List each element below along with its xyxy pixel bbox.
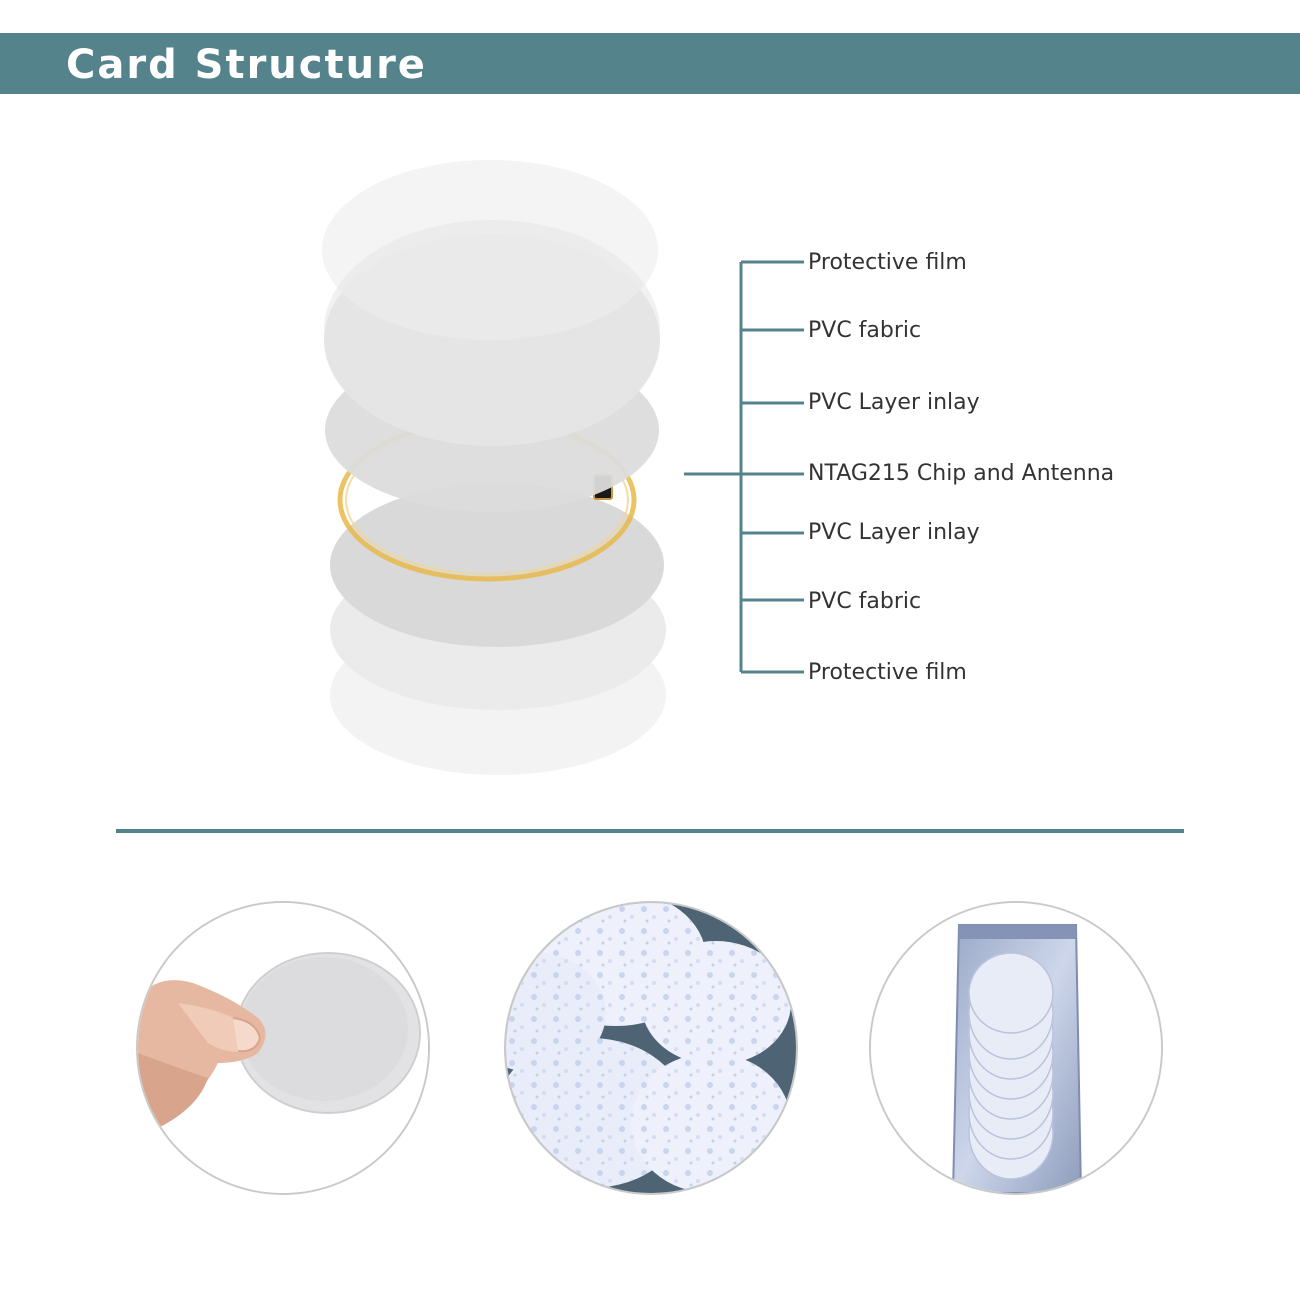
label-bracket — [684, 260, 804, 674]
header-bar — [0, 33, 1300, 94]
layer-label-protective-film-bottom: Protective film — [808, 660, 967, 685]
section-divider — [116, 829, 1184, 833]
hand-holding-tag-photo — [138, 903, 428, 1193]
layer-label-chip-antenna: NTAG215 Chip and Antenna — [808, 461, 1115, 486]
page-title: Card Structure — [66, 42, 427, 88]
layer-label-protective-film-top: Protective film — [808, 250, 967, 275]
waterproof-tags-photo — [506, 903, 796, 1193]
pvc-fabric-top-face — [324, 220, 660, 440]
layer-stack-diagram — [322, 160, 666, 775]
tags-in-bag-photo — [871, 903, 1161, 1193]
pvc-inlay-bottom-layer — [330, 483, 664, 647]
layer-label-pvc-inlay-bottom: PVC Layer inlay — [808, 520, 980, 545]
layer-label-pvc-fabric-top: PVC fabric — [808, 318, 922, 343]
layer-label-pvc-inlay-top: PVC Layer inlay — [808, 390, 980, 415]
layer-label-pvc-fabric-bottom: PVC fabric — [808, 589, 922, 614]
